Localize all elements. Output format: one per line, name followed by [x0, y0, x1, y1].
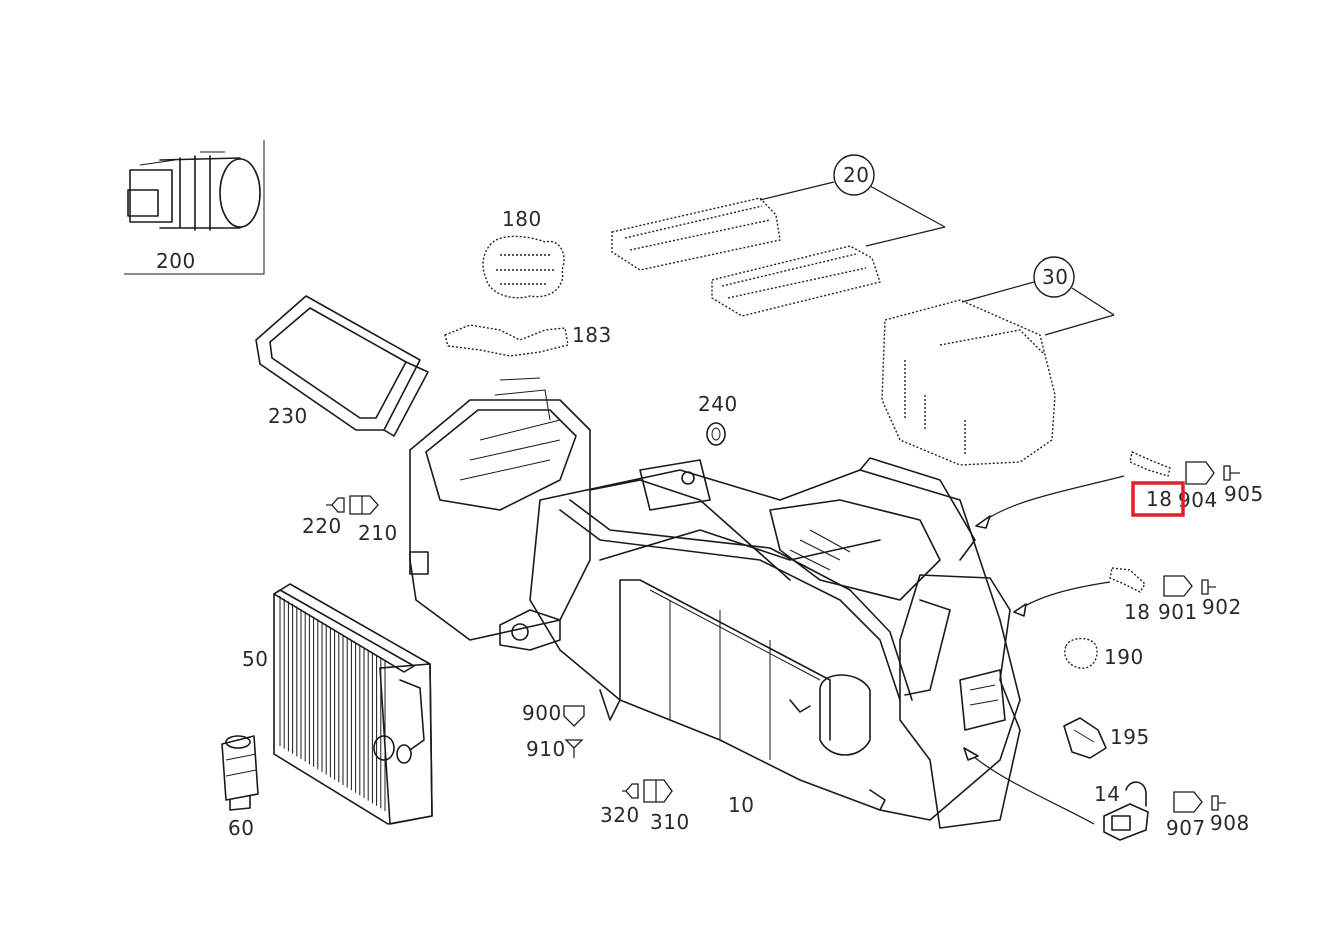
label-310: 310: [650, 810, 690, 834]
label-902: 902: [1202, 595, 1242, 619]
cover-part-30[interactable]: [881, 299, 1056, 466]
label-200: 200: [156, 249, 196, 273]
label-190: 190: [1104, 645, 1144, 669]
screw-symbol-905[interactable]: [1223, 465, 1240, 481]
label-220: 220: [302, 514, 342, 538]
seal-frame-part-230[interactable]: [255, 295, 429, 437]
label-905: 905: [1224, 482, 1264, 506]
label-60: 60: [228, 816, 254, 840]
label-908: 908: [1210, 811, 1250, 835]
label-210: 210: [358, 521, 398, 545]
sensor-part-18-upper[interactable]: [975, 451, 1171, 529]
label-910: 910: [526, 737, 566, 761]
label-20: 20: [843, 163, 869, 187]
label-320: 320: [600, 803, 640, 827]
clip-symbol-907[interactable]: [1173, 791, 1203, 813]
sensor-part-14[interactable]: [963, 747, 1149, 841]
clip-symbol-210[interactable]: [349, 495, 379, 515]
label-900: 900: [522, 701, 562, 725]
label-30: 30: [1042, 265, 1068, 289]
clip-symbol-900[interactable]: [563, 705, 585, 727]
clip-symbol-904[interactable]: [1185, 461, 1215, 485]
label-901: 901: [1158, 600, 1198, 624]
screw-symbol-902[interactable]: [1201, 579, 1216, 595]
label-50: 50: [242, 647, 268, 671]
blower-motor-part-200[interactable]: [124, 140, 265, 275]
clip-part-183[interactable]: [444, 324, 569, 357]
label-18-upper: 18: [1146, 487, 1172, 511]
label-195: 195: [1110, 725, 1150, 749]
clip-symbol-310[interactable]: [643, 779, 673, 803]
clip-symbol-901[interactable]: [1163, 575, 1193, 597]
grommet-part-190[interactable]: [1064, 637, 1098, 669]
seal-part-180[interactable]: [482, 235, 565, 299]
label-180: 180: [502, 207, 542, 231]
label-230: 230: [268, 404, 308, 428]
screw-symbol-220[interactable]: [326, 497, 345, 513]
screw-symbol-910[interactable]: [564, 739, 584, 758]
expansion-valve-part-60[interactable]: [221, 735, 259, 811]
label-14: 14: [1094, 782, 1120, 806]
label-907: 907: [1166, 816, 1206, 840]
evaporator-part-50[interactable]: [273, 583, 433, 825]
grommet-part-240[interactable]: [706, 422, 726, 446]
actuator-part-195[interactable]: [1063, 717, 1107, 759]
screw-symbol-320[interactable]: [622, 783, 639, 799]
filter-part-20[interactable]: [611, 197, 881, 317]
sensor-part-18-lower[interactable]: [1013, 567, 1146, 617]
label-240: 240: [698, 392, 738, 416]
label-18-lower: 18: [1124, 600, 1150, 624]
highlight-box-18: [1131, 481, 1185, 517]
label-183: 183: [572, 323, 612, 347]
hvac-housing-part-10[interactable]: [409, 377, 1021, 829]
label-10: 10: [728, 793, 754, 817]
screw-symbol-908[interactable]: [1211, 795, 1226, 811]
